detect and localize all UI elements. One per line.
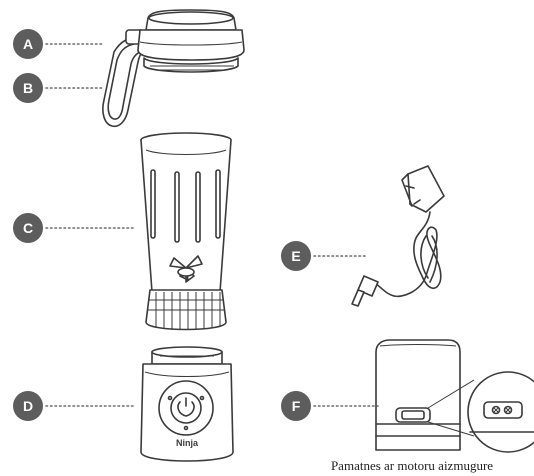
lid-assembly xyxy=(103,10,244,126)
svg-text:F: F xyxy=(292,398,301,414)
label-badge-a: A xyxy=(13,29,43,59)
svg-text:D: D xyxy=(23,398,33,414)
charger-cable xyxy=(352,166,444,306)
label-badge-d: D xyxy=(13,391,43,421)
svg-text:C: C xyxy=(23,220,33,236)
label-badge-f: F xyxy=(281,391,311,421)
label-badge-e: E xyxy=(281,241,311,271)
svg-text:A: A xyxy=(23,36,33,52)
svg-text:B: B xyxy=(23,80,33,96)
motor-base: Ninja xyxy=(141,347,233,461)
port-magnifier xyxy=(468,372,534,452)
svg-text:E: E xyxy=(291,248,300,264)
motor-base-back xyxy=(376,340,534,452)
charging-port xyxy=(396,408,430,422)
label-badge-c: C xyxy=(13,213,43,243)
caption: Pamatnes ar motoru aizmugure xyxy=(290,458,534,474)
base-brand-text: Ninja xyxy=(176,438,199,448)
label-badge-b: B xyxy=(13,73,43,103)
blender-jar xyxy=(141,133,231,330)
